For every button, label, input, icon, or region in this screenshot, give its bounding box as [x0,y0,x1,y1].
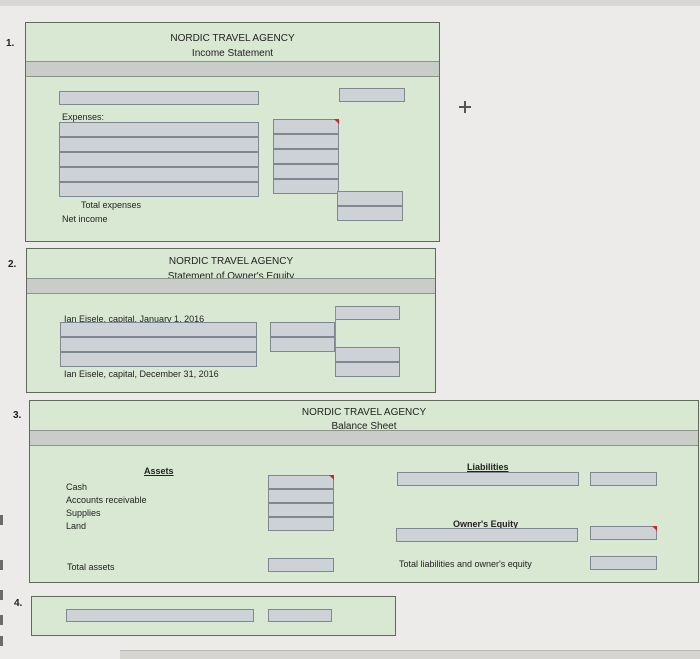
expenses-label: Expenses: [62,112,105,122]
equity-statement-title: Statement of Owner's Equity [167,271,295,282]
equity-subtotal-field[interactable] [335,347,400,362]
equity-name-field-2[interactable] [60,337,257,352]
liabilities-heading: Liabilities [467,462,509,472]
expense-name-field-2[interactable] [59,137,259,152]
expense-amount-field-3[interactable] [273,149,339,164]
capital-start-label: Ian Eisele, capital, January 1, 2016 [64,314,205,324]
left-edge-mark-4 [0,615,3,625]
expense-amount-field-4[interactable] [273,164,339,179]
asset-cash-label: Cash [66,482,88,492]
section-number-4: 4. [14,598,23,609]
balance-company-title: NORDIC TRAVEL AGENCY [301,407,427,418]
section-number-2: 2. [8,259,17,270]
balance-sheet-panel: NORDIC TRAVEL AGENCY Balance Sheet Asset… [29,400,699,583]
equity-name-field-1[interactable] [60,322,257,337]
income-statement-title: Income Statement [191,48,274,59]
owners-equity-heading: Owner's Equity [453,519,519,529]
balance-header-bar [30,430,698,446]
equity-amount-field-2[interactable] [270,337,335,352]
add-cross-icon [458,100,472,114]
accounts-receivable-amount-field[interactable] [268,489,334,503]
section-number-3: 3. [13,410,22,421]
liability-name-field[interactable] [397,472,579,486]
owners-equity-name-field[interactable] [396,528,578,542]
equity-bracket-line [335,306,336,362]
expense-amount-field-5[interactable] [273,179,339,194]
revenue-name-field[interactable] [59,91,259,105]
expense-amount-field-2[interactable] [273,134,339,149]
owners-equity-amount-field[interactable] [590,526,657,540]
expense-name-field-3[interactable] [59,152,259,167]
left-edge-mark-3 [0,590,3,600]
total-expenses-field[interactable] [337,191,403,206]
asset-supplies-label: Supplies [66,508,101,518]
total-liab-equity-label: Total liabilities and owner's equity [399,559,532,569]
income-statement-panel: NORDIC TRAVEL AGENCY Income Statement Ex… [25,22,440,242]
top-strip [0,0,700,6]
asset-land-label: Land [66,521,87,531]
capital-end-amount-field[interactable] [335,362,400,377]
section-4-panel [31,596,396,636]
supplies-amount-field[interactable] [268,503,334,517]
land-amount-field[interactable] [268,517,334,531]
equity-name-field-3[interactable] [60,352,257,367]
net-income-field[interactable] [337,206,403,221]
asset-accounts-receivable-label: Accounts receivable [66,495,147,505]
income-header-bar [26,61,439,77]
total-assets-field[interactable] [268,558,334,572]
capital-start-amount-field[interactable] [335,306,400,320]
expense-name-field-1[interactable] [59,122,259,137]
cash-amount-field[interactable] [268,475,334,489]
total-liab-equity-field[interactable] [590,556,657,570]
section-4-amount-field[interactable] [268,609,332,622]
left-edge-mark-5 [0,636,3,646]
section-4-name-field[interactable] [66,609,254,622]
left-edge-mark-2 [0,560,3,570]
equity-company-title: NORDIC TRAVEL AGENCY [168,256,294,267]
revenue-amount-field[interactable] [339,88,405,102]
income-company-title: NORDIC TRAVEL AGENCY [170,33,295,44]
liability-amount-field[interactable] [590,472,657,486]
expense-name-field-5[interactable] [59,182,259,197]
expense-amount-field-1[interactable] [273,119,339,134]
total-assets-label: Total assets [67,562,115,572]
bottom-strip [120,650,700,659]
owners-equity-panel: NORDIC TRAVEL AGENCY Statement of Owner'… [26,248,436,393]
capital-end-label: Ian Eisele, capital, December 31, 2016 [64,369,219,379]
balance-statement-title: Balance Sheet [331,421,397,432]
total-expenses-label: Total expenses [81,200,142,210]
equity-header-bar [27,278,435,294]
net-income-label: Net income [62,214,108,224]
section-number-1: 1. [6,38,15,49]
expense-name-field-4[interactable] [59,167,259,182]
left-edge-mark-1 [0,515,3,525]
equity-amount-field-1[interactable] [270,322,335,337]
assets-heading: Assets [144,466,174,476]
